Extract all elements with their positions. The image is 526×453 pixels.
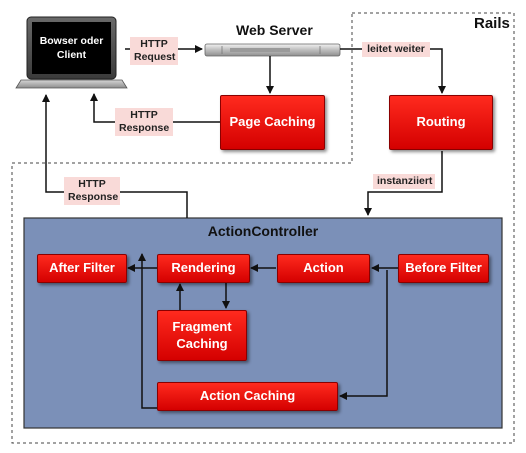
http-request-label: HTTP Request xyxy=(130,37,178,66)
client-label-line2: Client xyxy=(56,49,87,61)
rails-boundary xyxy=(11,12,515,444)
fragment-caching-box: Fragment Caching xyxy=(157,310,247,361)
instanziiert-label: instanziiert xyxy=(373,174,435,190)
http-response-bottom-label: HTTP Response xyxy=(64,177,120,206)
client-label: Bowser oder Client xyxy=(33,24,110,72)
fragment-caching-line2: Caching xyxy=(176,335,228,351)
http-response-top-label: HTTP Response xyxy=(115,108,173,137)
web-server-icon xyxy=(204,43,341,57)
routing-box: Routing xyxy=(389,95,493,150)
action-box: Action xyxy=(277,254,370,283)
page-caching-box: Page Caching xyxy=(220,95,325,150)
http-request-label-line1: HTTP xyxy=(140,38,168,50)
http-response-top-label-line1: HTTP xyxy=(130,109,158,121)
after-filter-box: After Filter xyxy=(37,254,127,283)
edge-instanziiert xyxy=(364,151,443,216)
laptop-icon xyxy=(15,16,128,89)
fragment-caching-line1: Fragment xyxy=(172,319,232,335)
before-filter-box: Before Filter xyxy=(398,254,489,283)
leitet-weiter-label: leitet weiter xyxy=(362,42,430,58)
http-response-bottom-label-line2: Response xyxy=(68,191,119,204)
http-response-top-label-line2: Response xyxy=(119,122,170,135)
edge-http-response-top xyxy=(90,93,220,123)
http-request-label-line2: Request xyxy=(134,51,176,64)
client-label-line1: Bowser oder xyxy=(39,34,104,47)
edge-before-filter-to-action-caching xyxy=(339,270,388,400)
action-caching-box: Action Caching xyxy=(157,382,338,411)
action-controller-label: ActionController xyxy=(207,223,319,239)
web-server-label: Web Server xyxy=(236,22,313,38)
http-response-bottom-label-line1: HTTP xyxy=(78,178,106,190)
edge-action-caching-to-after-filter xyxy=(138,253,157,409)
rendering-box: Rendering xyxy=(157,254,250,283)
rails-title: Rails xyxy=(474,15,510,32)
